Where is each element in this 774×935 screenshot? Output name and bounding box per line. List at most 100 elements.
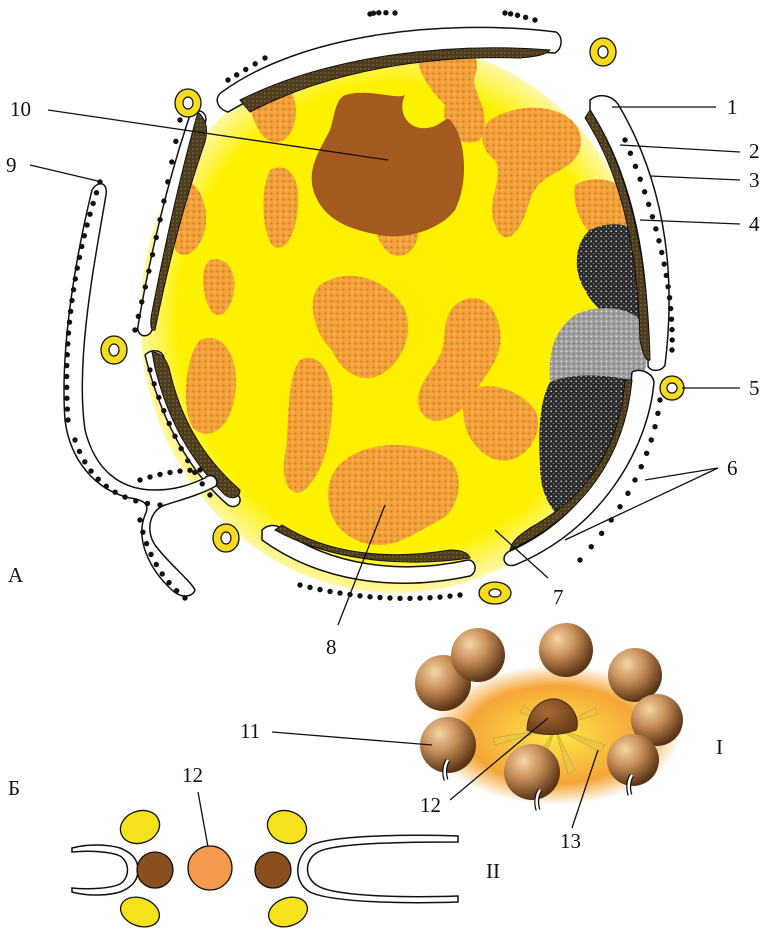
ribosome-dot [147, 474, 152, 479]
ribosome-dot [143, 284, 148, 289]
label-7: 7 [553, 585, 564, 609]
ribosome-dot [84, 222, 89, 227]
ribosome-dot [65, 417, 70, 422]
ribosome-dot [243, 67, 248, 72]
ribosome-dot [667, 295, 672, 300]
pore-protein-ball [608, 648, 662, 702]
ribosome-dot [169, 159, 174, 164]
envelope-left [72, 845, 138, 895]
ribosome-dot [652, 424, 657, 429]
pore-complex-3d [415, 623, 683, 810]
ribosome-dot [532, 17, 537, 22]
ribosome-dot [646, 202, 651, 207]
ribosome-dot [96, 477, 101, 482]
ribosome-dot [179, 446, 184, 451]
ribosome-dot [502, 10, 507, 15]
ribosome-dot [669, 337, 674, 342]
ribosome-dot [371, 10, 376, 15]
ribosome-dot [157, 472, 162, 477]
ribosome-dot [632, 477, 637, 482]
central-granule-bottom [188, 846, 232, 890]
ribosome-dot [508, 11, 513, 16]
ribosome-dot [457, 592, 462, 597]
section-label-i: I [716, 735, 723, 759]
ribosome-dot [64, 363, 69, 368]
ribosome-dot [668, 306, 673, 311]
ribosome-dot [297, 582, 302, 587]
ribosome-dot [252, 61, 257, 66]
pore-complex [101, 336, 127, 364]
ribosome-dot [207, 492, 212, 497]
ribosome-dot [69, 298, 74, 303]
ribosome-dot [577, 557, 582, 562]
ribosome-dot [82, 459, 87, 464]
ribosome-dot [367, 594, 372, 599]
ribosome-dot [66, 330, 71, 335]
ribosome-dot [649, 437, 654, 442]
ribosome-dot [72, 437, 77, 442]
ribosome-dot [589, 544, 594, 549]
ribosome-dot [637, 176, 642, 181]
ribosome-dot [177, 468, 182, 473]
ribosome-dot [148, 552, 153, 557]
pore-ring-bottom-left [116, 892, 163, 930]
ribosome-dot [71, 287, 76, 292]
ribosome-dot [160, 571, 165, 576]
ribosome-dot [387, 595, 392, 600]
ribosome-dot [172, 434, 177, 439]
ribosome-dot [113, 490, 118, 495]
ribosome-dot [65, 406, 70, 411]
ribosome-dot [669, 316, 674, 321]
ribosome-dot [377, 595, 382, 600]
pore-ring-top-left [116, 805, 165, 849]
ribosome-dot [657, 397, 662, 402]
ribosome-dot [157, 217, 162, 222]
ribosome-dot [669, 327, 674, 332]
ribosome-dot [64, 385, 69, 390]
ribosome-dot [79, 244, 84, 249]
ribosome-dot [150, 252, 155, 257]
ribosome-dot [307, 585, 312, 590]
ribosome-dot [174, 588, 179, 593]
envelope-right [298, 835, 458, 902]
ribosome-dot [628, 151, 633, 156]
ribosome-dot [152, 381, 157, 386]
label-9: 9 [6, 153, 17, 177]
ribosome-dot [617, 504, 622, 509]
ribosome-dot [133, 498, 138, 503]
ribosome-dot [515, 13, 520, 18]
ribosome-dot [192, 470, 197, 475]
ribosome-dot [167, 470, 172, 475]
ribosome-dot [67, 319, 72, 324]
ribosome-dot [64, 395, 69, 400]
ribosome-dot [144, 541, 149, 546]
pore-protein-ball [504, 744, 560, 800]
ribosome-dot [64, 374, 69, 379]
ribosome-dot [82, 233, 87, 238]
ribosome-dot [625, 491, 630, 496]
ribosome-dot [417, 595, 422, 600]
ribosome-dot [639, 464, 644, 469]
ribosome-dot [650, 214, 655, 219]
ribosome-dot [262, 55, 267, 60]
ribosome-dot [397, 596, 402, 601]
ribosome-dot [234, 72, 239, 77]
ribosome-dot [653, 226, 658, 231]
pore-protein-right [255, 852, 291, 888]
ribosome-dot [94, 190, 99, 195]
ribosome-dot [77, 449, 82, 454]
ribosome-dot [145, 501, 150, 506]
ribosome-dot [104, 484, 109, 489]
nucleus [64, 10, 684, 604]
ribosome-dot [357, 593, 362, 598]
ribosome-dot [137, 517, 142, 522]
ribosome-dot [156, 395, 161, 400]
ribosome-dot [122, 494, 127, 499]
ribosome-dot [437, 594, 442, 599]
label-10: 10 [10, 97, 31, 121]
ribosome-dot [166, 580, 171, 585]
ribosome-dot [523, 15, 528, 20]
section-label-a: А [8, 563, 24, 587]
ribosome-dot [383, 10, 388, 15]
